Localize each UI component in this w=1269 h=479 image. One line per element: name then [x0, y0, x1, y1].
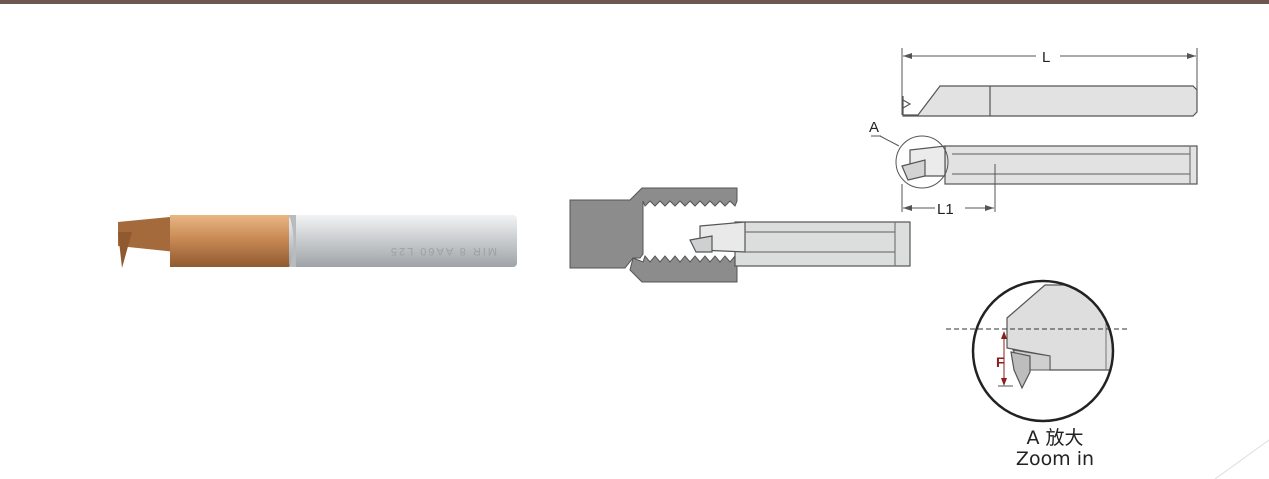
label-L: L [1042, 49, 1050, 66]
label-L1: L1 [937, 201, 954, 218]
drawing-top-view [901, 46, 1198, 117]
usage-illustration [569, 187, 911, 283]
zoom-detail: F [946, 279, 1130, 423]
tool-shank [289, 215, 517, 267]
label-F: F [996, 354, 1005, 370]
workpiece-section [569, 187, 738, 269]
detail-circle-A [895, 135, 949, 189]
inserted-tool [689, 221, 911, 267]
tool-tip [118, 216, 180, 252]
tool-cutting-edge [118, 232, 132, 268]
label-A: A [869, 119, 879, 136]
drawing-side-view [871, 135, 1198, 218]
tool-photo: MIR 8 AA60 L25 [118, 215, 517, 268]
header-bar [0, 0, 1269, 4]
workpiece-lower-thread [629, 254, 738, 283]
caption-line-1: A 放大 [1026, 427, 1084, 449]
tool-copper-coating [170, 215, 295, 267]
tool-engraving: MIR 8 AA60 L25 [389, 245, 497, 257]
zoom-caption: A 放大 Zoom in [975, 428, 1135, 470]
caption-line-2: Zoom in [1015, 448, 1095, 470]
